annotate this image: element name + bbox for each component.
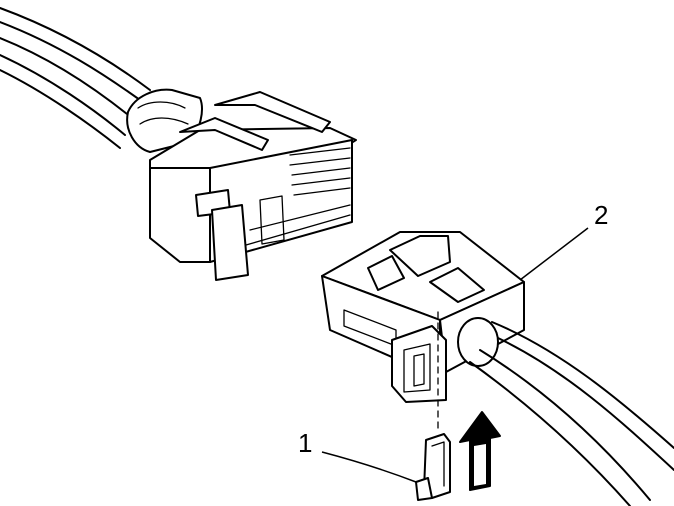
callout-2-number: 2 bbox=[594, 200, 608, 230]
connector-housing bbox=[321, 231, 525, 431]
callout-2-leader bbox=[519, 227, 589, 281]
callout-1-number: 1 bbox=[298, 428, 312, 458]
lower-wire-harness bbox=[469, 321, 674, 506]
terminal-position-assurance bbox=[415, 433, 451, 501]
callout-1-leader bbox=[321, 451, 417, 483]
insertion-arrow-icon bbox=[459, 411, 501, 491]
upper-wire-harness bbox=[0, 7, 151, 149]
mating-connector bbox=[126, 88, 357, 281]
